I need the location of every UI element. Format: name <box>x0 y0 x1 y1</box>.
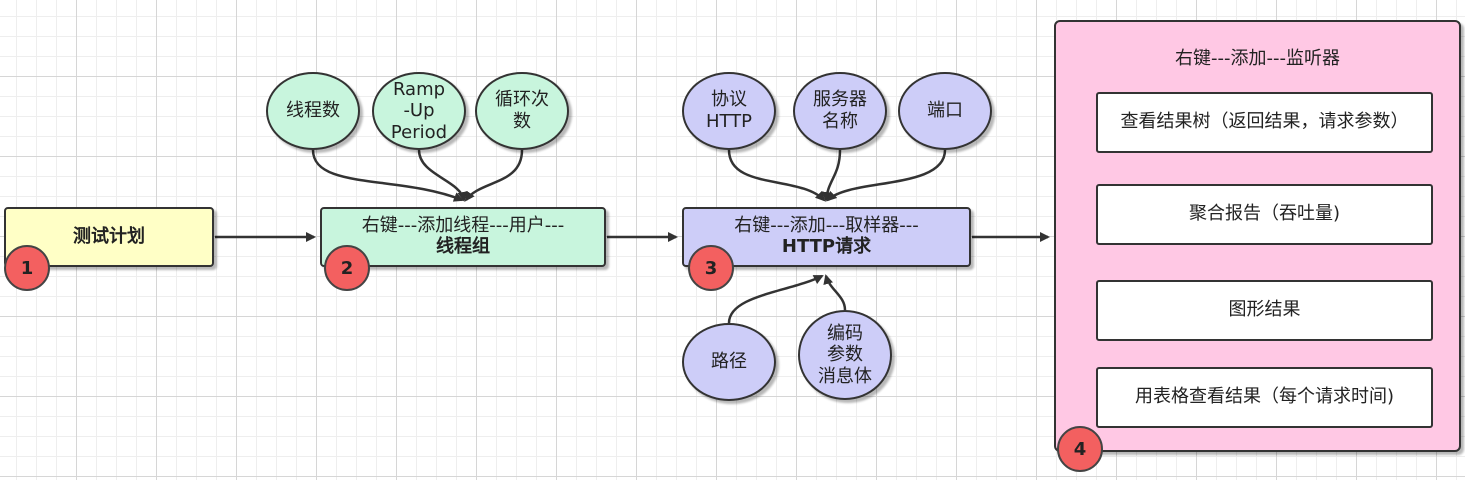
http-request-title: HTTP请求 <box>781 236 872 257</box>
listener-view-results-tree[interactable]: 查看结果树（返回结果，请求参数） <box>1096 92 1433 153</box>
http-request-node[interactable]: 右键---添加---取样器--- HTTP请求 <box>682 207 971 267</box>
listener-table-results[interactable]: 用表格查看结果（每个请求时间) <box>1096 367 1433 428</box>
arrow-rampup-to-thread-group <box>417 149 468 202</box>
listener-title: 右键---添加---监听器 <box>1175 48 1340 69</box>
arrow-threads-to-thread-group <box>311 149 464 202</box>
param-port[interactable]: 端口 <box>898 72 992 150</box>
param-encoding-body[interactable]: 编码 参数 消息体 <box>798 310 892 400</box>
step-badge-1: 1 <box>4 245 50 291</box>
arrow-path-to-http-request <box>727 274 824 324</box>
param-ramp-up-period[interactable]: Ramp -Up Period <box>372 72 466 150</box>
arrow-protocol-to-http-request <box>727 149 826 202</box>
step-badge-4: 4 <box>1057 426 1103 472</box>
arrow-port-to-http-request <box>826 149 947 202</box>
arrow-loops-to-thread-group <box>464 149 524 202</box>
param-thread-count[interactable]: 线程数 <box>266 72 360 150</box>
listener-panel: 右键---添加---监听器 查看结果树（返回结果，请求参数） 聚合报告（吞吐量)… <box>1054 20 1461 452</box>
param-path[interactable]: 路径 <box>682 323 776 401</box>
listener-aggregate-report[interactable]: 聚合报告（吞吐量) <box>1096 184 1433 245</box>
step-badge-2: 2 <box>324 245 370 291</box>
step-badge-3: 3 <box>688 245 734 291</box>
test-plan-label: 测试计划 <box>73 225 145 247</box>
param-loop-count[interactable]: 循环次 数 <box>475 72 569 150</box>
thread-group-path-label: 右键---添加线程---用户--- <box>361 215 565 237</box>
listener-graph-results[interactable]: 图形结果 <box>1096 280 1433 341</box>
param-protocol[interactable]: 协议 HTTP <box>682 72 776 150</box>
param-server-name[interactable]: 服务器 名称 <box>793 72 887 150</box>
thread-group-node[interactable]: 右键---添加线程---用户--- 线程组 <box>320 207 606 267</box>
arrow-params-to-http-request <box>823 274 847 311</box>
http-request-path-label: 右键---添加---取样器--- <box>734 215 919 237</box>
thread-group-title: 线程组 <box>436 236 490 257</box>
